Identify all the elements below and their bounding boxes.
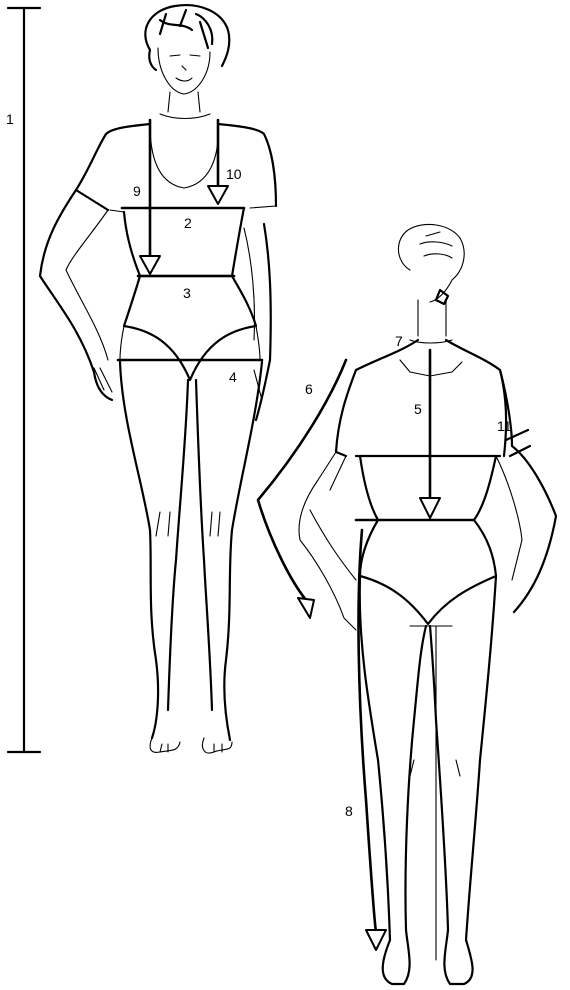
back-measure-arrows <box>258 350 440 950</box>
back-head <box>398 224 464 302</box>
label-7: 7 <box>395 333 403 349</box>
label-8: 8 <box>345 803 353 819</box>
label-10: 10 <box>226 166 242 182</box>
label-11: 11 <box>497 418 512 434</box>
front-hair <box>145 5 229 70</box>
front-neck <box>160 92 210 119</box>
label-9: 9 <box>133 183 141 199</box>
label-2: 2 <box>184 215 192 231</box>
label-5: 5 <box>414 401 422 417</box>
label-6: 6 <box>305 381 313 397</box>
label-1: 1 <box>6 111 14 127</box>
front-measure-arrows <box>140 120 228 274</box>
front-face <box>158 48 210 94</box>
label-4: 4 <box>229 369 237 385</box>
front-torso <box>76 124 276 210</box>
back-figure <box>299 224 556 984</box>
front-figure <box>40 5 276 753</box>
label-3: 3 <box>183 285 191 301</box>
